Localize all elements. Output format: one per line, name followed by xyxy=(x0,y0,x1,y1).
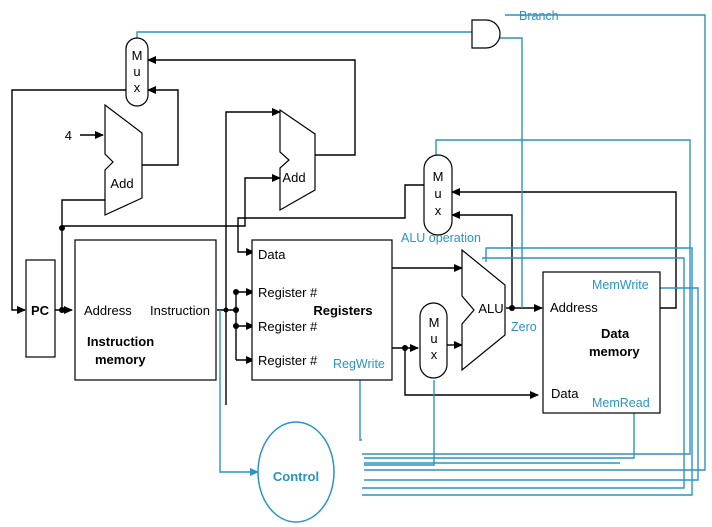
reg-port-3-label: Register # xyxy=(258,353,318,368)
pc-mux-letter-u: u xyxy=(133,64,140,79)
reg-port-2-label: Register # xyxy=(258,319,318,334)
control-label: Control xyxy=(273,469,319,484)
pc-mux-letter-m: M xyxy=(132,48,143,63)
zero-label: Zero xyxy=(511,320,537,334)
dm-title-line1: Data xyxy=(601,326,630,341)
register-file xyxy=(251,239,393,381)
dm-address-label: Address xyxy=(550,300,598,315)
branch-label: Branch xyxy=(519,9,559,23)
registers-title: Registers xyxy=(313,303,372,318)
writeback-mux xyxy=(423,154,453,236)
alu-mux-letter-u: u xyxy=(430,331,437,346)
memread-label: MemRead xyxy=(592,396,650,410)
wb-mux-letter-m: M xyxy=(433,169,444,184)
regwrite-label: RegWrite xyxy=(333,357,385,371)
wire-junctions xyxy=(59,225,515,351)
control-lines xyxy=(136,14,706,496)
pc-adder-label: Add xyxy=(110,176,133,191)
alu-mux-letter-x: x xyxy=(431,347,438,362)
pc-source-mux xyxy=(125,37,149,107)
alu-operation-label: ALU operation xyxy=(401,231,481,245)
im-address-label: Address xyxy=(84,303,132,318)
memwrite-label: MemWrite xyxy=(592,278,649,292)
reg-data-label: Data xyxy=(258,247,286,262)
constant-four: 4 xyxy=(65,128,72,143)
reg-port-1-label: Register # xyxy=(258,285,318,300)
pc-adder xyxy=(104,103,143,216)
instruction-memory xyxy=(74,239,217,381)
data-memory xyxy=(542,271,661,414)
alu-source-mux xyxy=(419,302,448,379)
wb-mux-letter-x: x xyxy=(435,203,442,218)
wb-mux-letter-u: u xyxy=(434,186,441,201)
alu-label: ALU xyxy=(478,301,503,316)
dm-data-label: Data xyxy=(551,386,579,401)
im-instruction-label: Instruction xyxy=(150,303,210,318)
branch-adder xyxy=(279,108,316,212)
im-title-line1: Instruction xyxy=(87,334,154,349)
pc-mux-letter-x: x xyxy=(134,80,141,95)
branch-adder-label: Add xyxy=(282,170,305,185)
pc-label: PC xyxy=(31,303,50,318)
control-unit xyxy=(257,421,335,523)
alu-mux-letter-m: M xyxy=(429,315,440,330)
pc-register xyxy=(25,259,56,358)
im-title-line2: memory xyxy=(95,352,146,367)
branch-and-gate xyxy=(471,19,501,49)
dm-title-line2: memory xyxy=(589,344,640,359)
alu xyxy=(461,248,506,372)
